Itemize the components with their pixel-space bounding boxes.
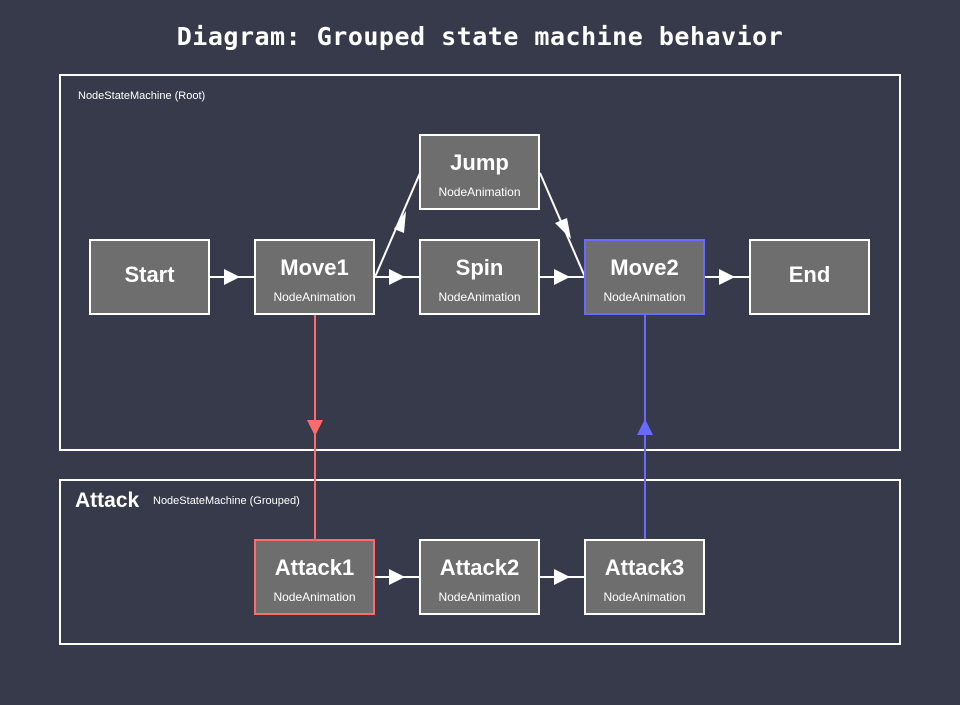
node-spin[interactable]: Spin NodeAnimation [419,239,540,315]
node-spin-title: Spin [455,255,504,280]
root-group-caption: NodeStateMachine (Root) [78,90,206,102]
attack-group-caption: NodeStateMachine (Grouped) [153,495,300,507]
arrowhead-move1-spin [389,269,405,285]
node-attack3-type: NodeAnimation [603,590,686,604]
arrowhead-move2-end [719,269,735,285]
node-jump[interactable]: Jump NodeAnimation [419,134,540,210]
node-attack1-title: Attack1 [274,555,355,580]
node-start[interactable]: Start [89,239,210,315]
arrowhead-attack1-attack2 [389,569,405,585]
node-attack3[interactable]: Attack3 NodeAnimation [584,539,705,615]
attack-group-name: Attack [75,489,140,512]
arrowhead-jump-move2 [555,218,571,239]
node-move2[interactable]: Move2 NodeAnimation [584,239,705,315]
node-attack1[interactable]: Attack1 NodeAnimation [254,539,375,615]
node-spin-type: NodeAnimation [438,290,521,304]
node-start-title: Start [124,262,175,287]
node-attack3-title: Attack3 [604,555,685,580]
root-state-machine-group [59,74,901,451]
node-jump-type: NodeAnimation [438,185,521,199]
node-attack2-title: Attack2 [439,555,520,580]
node-jump-title: Jump [450,150,509,175]
node-attack2[interactable]: Attack2 NodeAnimation [419,539,540,615]
node-end[interactable]: End [749,239,870,315]
arrowhead-attack3-move2 [637,419,653,435]
attack-state-machine-group [59,479,901,645]
node-move1-type: NodeAnimation [273,290,356,304]
arrowhead-move1-attack1 [307,420,323,436]
diagram-title: Diagram: Grouped state machine behavior [176,22,784,51]
node-move1[interactable]: Move1 NodeAnimation [254,239,375,315]
arrowhead-spin-move2 [554,269,570,285]
node-attack2-type: NodeAnimation [438,590,521,604]
arrowhead-attack2-attack3 [554,569,570,585]
node-attack1-type: NodeAnimation [273,590,356,604]
arrowhead-start-move1 [224,269,240,285]
node-move2-type: NodeAnimation [603,290,686,304]
node-end-title: End [788,262,831,287]
node-move2-title: Move2 [610,255,679,280]
node-move1-title: Move1 [280,255,349,280]
arrowhead-move1-jump [394,211,406,233]
